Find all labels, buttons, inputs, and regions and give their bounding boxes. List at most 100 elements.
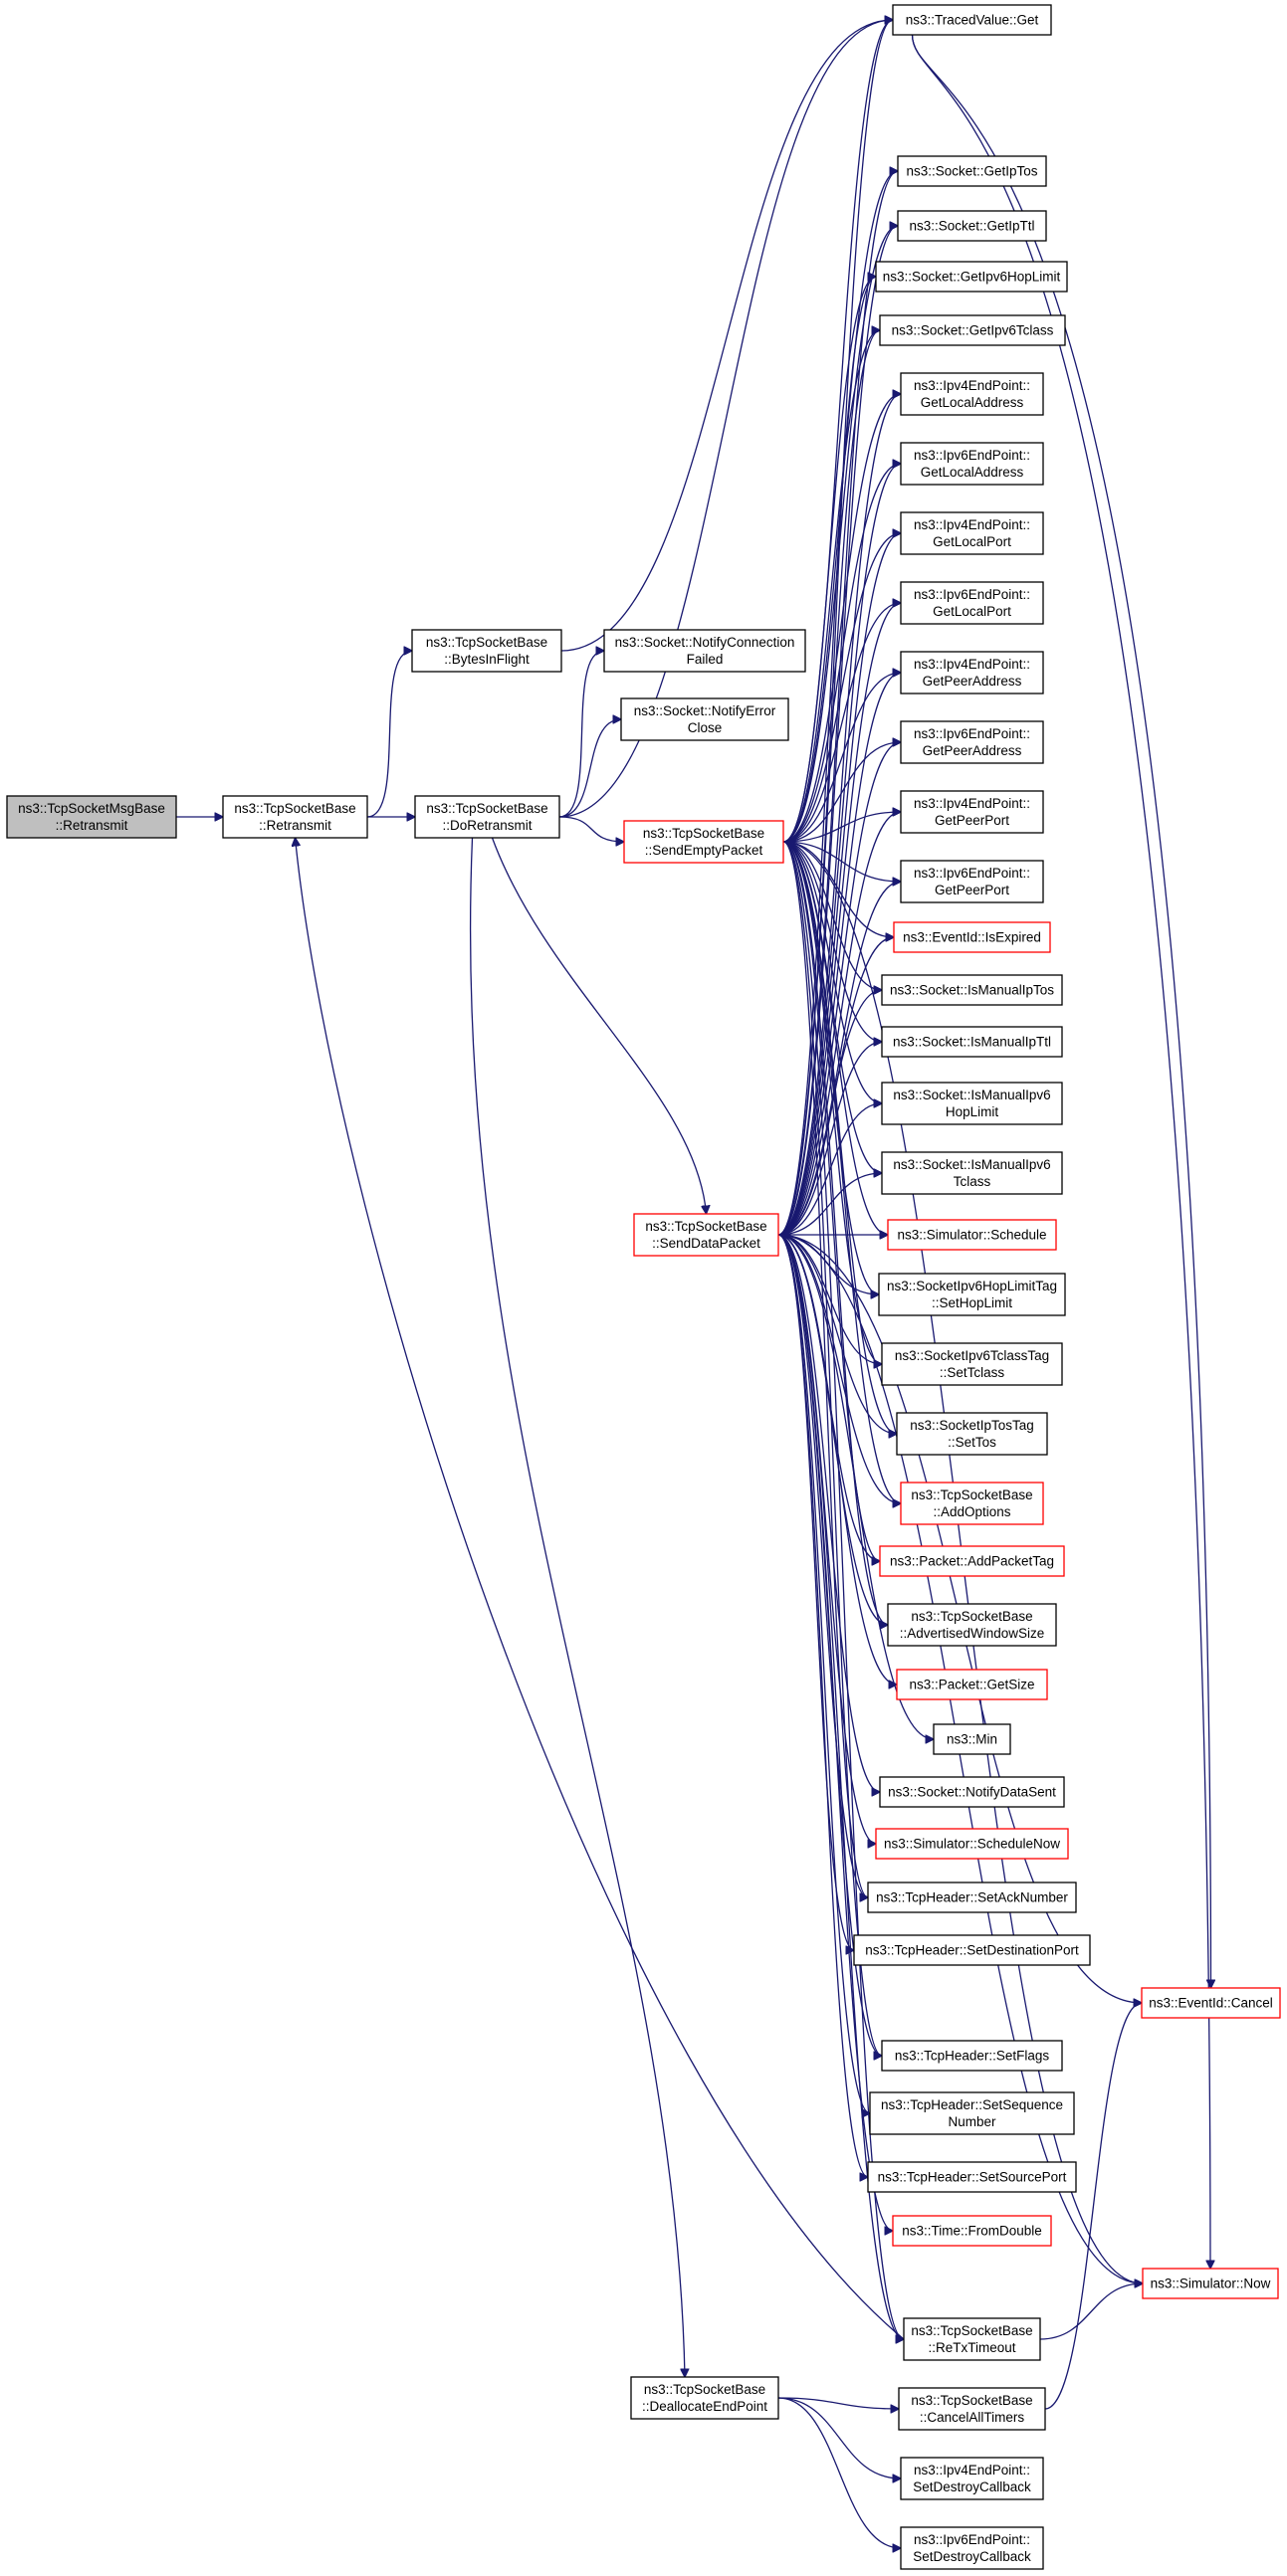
node-cancelalltimers[interactable]: ns3::TcpSocketBase::CancelAllTimers: [898, 2387, 1046, 2431]
node-addpackettag[interactable]: ns3::Packet::AddPacketTag: [879, 1545, 1065, 1577]
edge-sendemptypacket-to-ipv4ep_getpeerport: [782, 812, 901, 843]
edge-sendemptypacket-to-retxtimeout: [782, 841, 904, 2339]
node-label: ns3::TcpSocketBase: [911, 1487, 1032, 1502]
node-ipv6ep_getlocalport[interactable]: ns3::Ipv6EndPoint::GetLocalPort: [900, 581, 1044, 625]
node-ipv4ep_getpeerport[interactable]: ns3::Ipv4EndPoint::GetPeerPort: [900, 790, 1044, 834]
node-ipv6ep_setdestroycallback[interactable]: ns3::Ipv6EndPoint::SetDestroyCallback: [900, 2526, 1044, 2570]
node-setsourceport[interactable]: ns3::TcpHeader::SetSourcePort: [867, 2161, 1077, 2193]
node-box: [869, 2091, 1075, 2135]
edge-senddatapacket-to-ipv4ep_getpeerport: [777, 812, 901, 1236]
node-label: Number: [948, 2114, 996, 2129]
node-box: [881, 974, 1063, 1006]
node-label: ns3::Simulator::Schedule: [897, 1228, 1046, 1243]
node-eventid_cancel[interactable]: ns3::EventId::Cancel: [1141, 1987, 1281, 2019]
node-sethoplimit[interactable]: ns3::SocketIpv6HopLimitTag::SetHopLimit: [878, 1273, 1066, 1316]
node-advertisedwindowsize[interactable]: ns3::TcpSocketBase::AdvertisedWindowSize: [887, 1603, 1057, 1647]
node-label: Tclass: [954, 1174, 991, 1189]
edge-senddatapacket-to-addoptions: [777, 1234, 901, 1503]
node-bytesinflight[interactable]: ns3::TcpSocketBase::BytesInFlight: [411, 629, 562, 673]
node-box: [900, 581, 1044, 625]
node-label: GetPeerPort: [935, 883, 1009, 897]
node-box: [1141, 1987, 1281, 2019]
node-ipv4ep_setdestroycallback[interactable]: ns3::Ipv4EndPoint::SetDestroyCallback: [900, 2457, 1044, 2500]
node-label: ns3::TcpHeader::SetFlags: [895, 2049, 1050, 2064]
edge-retransmit-to-bytesinflight: [366, 651, 412, 818]
node-sendemptypacket[interactable]: ns3::TcpSocketBase::SendEmptyPacket: [623, 820, 784, 864]
node-box: [900, 860, 1044, 903]
node-label: ns3::Ipv4EndPoint::: [914, 517, 1030, 532]
node-notifydatasent[interactable]: ns3::Socket::NotifyDataSent: [879, 1776, 1065, 1808]
node-settclass[interactable]: ns3::SocketIpv6TclassTag::SetTclass: [881, 1342, 1063, 1386]
node-label: ns3::Socket::NotifyError: [634, 703, 776, 718]
node-tracedvalueget[interactable]: ns3::TracedValue::Get: [892, 4, 1052, 36]
edge-doretransmit-to-notifyconnfailed: [558, 651, 604, 818]
node-box: [900, 720, 1044, 764]
node-ipv4ep_getlocalport[interactable]: ns3::Ipv4EndPoint::GetLocalPort: [900, 511, 1044, 555]
node-label: ns3::Simulator::ScheduleNow: [884, 1837, 1060, 1852]
node-getipv6tclass[interactable]: ns3::Socket::GetIpv6Tclass: [879, 314, 1066, 346]
node-box: [620, 697, 789, 741]
node-schedulenow[interactable]: ns3::Simulator::ScheduleNow: [875, 1828, 1069, 1860]
node-addoptions[interactable]: ns3::TcpSocketBase::AddOptions: [900, 1482, 1044, 1525]
node-box: [879, 1776, 1065, 1808]
edge-sendemptypacket-to-tracedvalueget: [782, 20, 893, 843]
node-setdestinationport[interactable]: ns3::TcpHeader::SetDestinationPort: [853, 1934, 1091, 1966]
node-ismanualiptos[interactable]: ns3::Socket::IsManualIpTos: [881, 974, 1063, 1006]
node-box: [900, 1482, 1044, 1525]
node-fromdouble[interactable]: ns3::Time::FromDouble: [892, 2215, 1052, 2247]
edge-sendemptypacket-to-ipv4ep_getpeeraddress: [782, 673, 901, 843]
node-ipv4ep_getpeeraddress[interactable]: ns3::Ipv4EndPoint::GetPeerAddress: [900, 651, 1044, 694]
node-simulator_schedule[interactable]: ns3::Simulator::Schedule: [887, 1219, 1057, 1251]
node-box: [900, 372, 1044, 416]
node-setflags[interactable]: ns3::TcpHeader::SetFlags: [881, 2040, 1063, 2072]
node-label: ns3::Ipv4EndPoint::: [914, 2463, 1030, 2477]
node-box: [867, 1882, 1077, 1913]
node-ipv6ep_getlocaladdress[interactable]: ns3::Ipv6EndPoint::GetLocalAddress: [900, 442, 1044, 486]
node-ipv4ep_getlocaladdress[interactable]: ns3::Ipv4EndPoint::GetLocalAddress: [900, 372, 1044, 416]
node-doretransmit[interactable]: ns3::TcpSocketBase::DoRetransmit: [414, 795, 560, 839]
node-box: [887, 1603, 1057, 1647]
node-box: [896, 1669, 1048, 1700]
node-ipv6ep_getpeerport[interactable]: ns3::Ipv6EndPoint::GetPeerPort: [900, 860, 1044, 903]
node-label: ns3::Min: [947, 1732, 997, 1747]
node-getipttl[interactable]: ns3::Socket::GetIpTtl: [897, 210, 1047, 242]
node-box: [881, 1151, 1063, 1195]
node-simulator_now[interactable]: ns3::Simulator::Now: [1142, 2268, 1279, 2299]
edge-senddatapacket-to-ipv4ep_getlocaladdress: [777, 394, 901, 1236]
node-packet_getsize[interactable]: ns3::Packet::GetSize: [896, 1669, 1048, 1700]
node-retransmit[interactable]: ns3::TcpSocketBase::Retransmit: [222, 795, 368, 839]
node-ipv6ep_getpeeraddress[interactable]: ns3::Ipv6EndPoint::GetPeerAddress: [900, 720, 1044, 764]
edge-sendemptypacket-to-ipv4ep_getlocaladdress: [782, 394, 901, 843]
edge-doretransmit-to-notifyerrorclose: [558, 719, 621, 818]
node-label: ns3::Packet::AddPacketTag: [890, 1554, 1054, 1569]
node-min[interactable]: ns3::Min: [933, 1723, 1011, 1755]
node-box: [633, 1213, 779, 1257]
node-root[interactable]: ns3::TcpSocketMsgBase::Retransmit: [6, 795, 177, 839]
node-label: ns3::TcpSocketBase: [644, 2382, 765, 2397]
node-label: ::CancelAllTimers: [920, 2410, 1025, 2425]
edge-senddatapacket-to-getipttl: [777, 226, 898, 1236]
node-label: ns3::Packet::GetSize: [909, 1678, 1034, 1692]
edge-sendemptypacket-to-ipv6ep_getlocaladdress: [782, 464, 901, 843]
node-retxtimeout[interactable]: ns3::TcpSocketBase::ReTxTimeout: [903, 2317, 1041, 2361]
node-settos[interactable]: ns3::SocketIpTosTag::SetTos: [896, 1412, 1048, 1456]
node-getipv6hoplimit[interactable]: ns3::Socket::GetIpv6HopLimit: [875, 261, 1068, 293]
edge-doretransmit-to-tracedvalueget: [558, 20, 893, 818]
node-ismanualipttl[interactable]: ns3::Socket::IsManualIpTtl: [881, 1026, 1063, 1058]
node-box: [623, 820, 784, 864]
node-deallocateendpoint[interactable]: ns3::TcpSocketBase::DeallocateEndPoint: [630, 2376, 779, 2420]
edge-senddatapacket-to-settos: [777, 1234, 897, 1434]
node-eventid_isexpired[interactable]: ns3::EventId::IsExpired: [893, 921, 1051, 953]
edge-sendemptypacket-to-settos: [782, 841, 897, 1434]
node-label: ns3::Socket::GetIpTtl: [909, 219, 1034, 234]
node-senddatapacket[interactable]: ns3::TcpSocketBase::SendDataPacket: [633, 1213, 779, 1257]
node-getiptos[interactable]: ns3::Socket::GetIpTos: [897, 155, 1047, 187]
edge-sendemptypacket-to-ismanualiptos: [782, 841, 882, 990]
node-setacknumber[interactable]: ns3::TcpHeader::SetAckNumber: [867, 1882, 1077, 1913]
